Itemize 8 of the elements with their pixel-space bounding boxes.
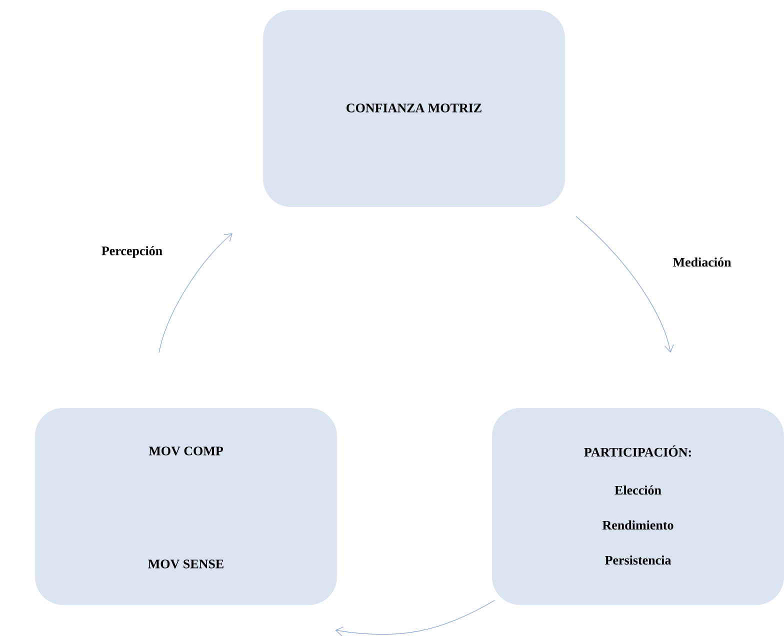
rounded-box: CONFIANZA MOTRIZ [263,10,565,207]
edge-label: Mediación [672,257,732,267]
curved-arrow [335,600,496,636]
rounded-box: MOV COMP MOV SENSE [35,408,337,605]
curved-arrow [158,233,232,353]
edge-label: Percepción [102,246,162,258]
rounded-box: PARTICIPACIÓN: Elección Rendimiento Persistencia [492,408,784,605]
curved-arrow [576,216,674,353]
